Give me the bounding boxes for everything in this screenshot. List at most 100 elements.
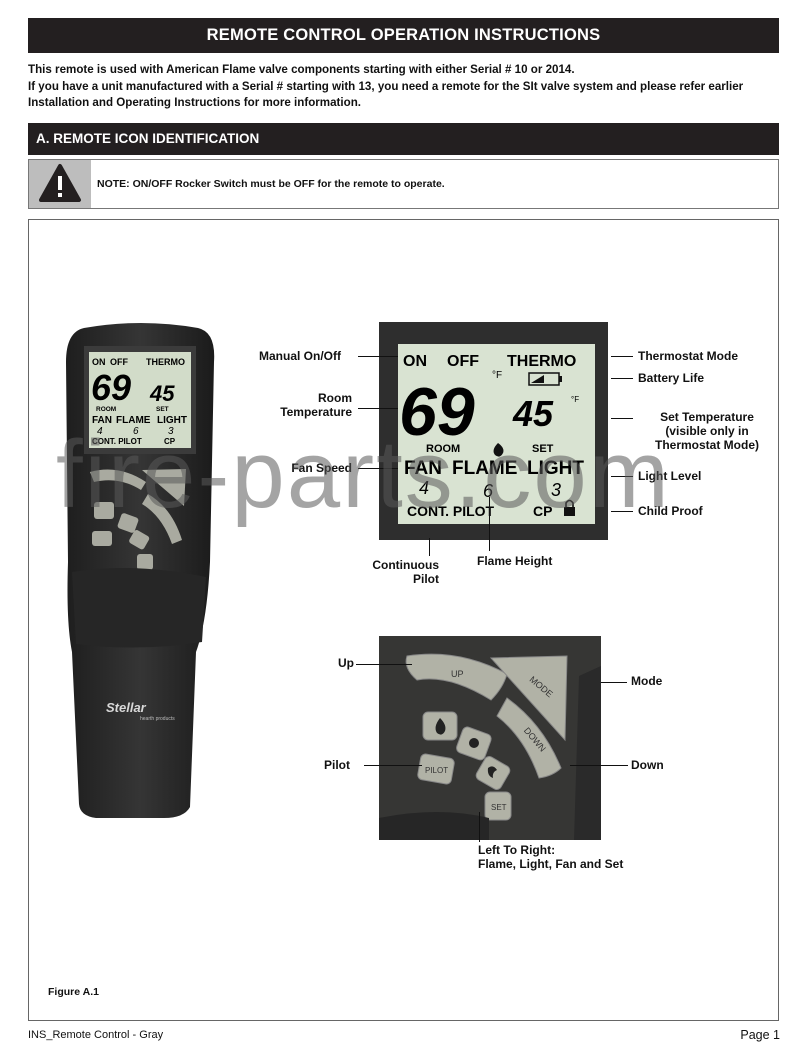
set-button-label: SET [491, 803, 507, 812]
lcd-set: SET [532, 443, 554, 455]
mini-set-button[interactable] [137, 554, 153, 570]
label-left-to-right: Left To Right: Flame, Light, Fan and Set [478, 843, 623, 871]
lcd-room-unit: °F [492, 370, 502, 381]
lcd-screen [398, 344, 595, 524]
label-set-temp-line1: Set Temperature [660, 410, 754, 424]
leader-room [358, 408, 398, 409]
up-button[interactable] [405, 653, 508, 701]
page-title: REMOTE CONTROL OPERATION INSTRUCTIONS [28, 18, 779, 53]
lcd-room: ROOM [426, 443, 460, 455]
lcd-display-image: ON OFF THERMO °F 69 45 °F ROOM SET FAN F… [379, 322, 608, 540]
label-set-temp-line2: (visible only in [665, 424, 749, 438]
label-child-proof: Child Proof [638, 504, 703, 518]
brand-tagline: hearth products [140, 716, 175, 722]
lcd-flame: FLAME [452, 458, 517, 479]
label-set-temp-line3: Thermostat Mode) [654, 438, 759, 452]
label-fan-speed: Fan Speed [291, 461, 352, 475]
intro-line-2: If you have a unit manufactured with a S… [28, 79, 744, 110]
lock-shackle [565, 499, 574, 507]
lcd-light: LIGHT [527, 458, 584, 479]
lcd-cp: CP [533, 503, 552, 519]
note-box: NOTE: ON/OFF Rocker Switch must be OFF f… [28, 159, 779, 209]
figure-caption: Figure A.1 [48, 986, 99, 998]
lcd-set-unit: °F [571, 395, 579, 404]
mini-flame: FLAME [116, 415, 151, 426]
mini-light-val: 3 [168, 426, 174, 437]
lock-icon [564, 507, 575, 516]
up-button-label: UP [451, 669, 464, 679]
label-cont-pilot-line2: Pilot [413, 572, 439, 586]
lcd-thermo: THERMO [507, 353, 576, 370]
label-battery-life: Battery Life [638, 371, 705, 385]
mini-fan: FAN [92, 415, 112, 426]
label-manual-on-off: Manual On/Off [259, 349, 341, 363]
flame-button-icon [435, 718, 446, 735]
leader-down [570, 765, 628, 766]
lcd-fan-val: 4 [419, 478, 429, 498]
mini-off: OFF [110, 357, 128, 367]
pilot-button-label: PILOT [425, 766, 448, 775]
warning-icon-panel [29, 160, 91, 208]
label-room-temperature: Room Temperature [280, 391, 352, 419]
label-room-temperature-line1: Room [318, 391, 352, 405]
mini-pilot-button[interactable] [92, 531, 112, 546]
lcd-fan: FAN [404, 458, 442, 479]
footer-document-name: INS_Remote Control - Gray [28, 1029, 164, 1041]
down-button[interactable] [496, 697, 562, 779]
lcd-off: OFF [447, 353, 479, 370]
remote-screen [89, 352, 191, 448]
mini-thermo: THERMO [146, 357, 185, 367]
label-flame-height: Flame Height [477, 554, 553, 568]
battery-level [531, 375, 544, 383]
section-title: A. REMOTE ICON IDENTIFICATION [28, 123, 779, 155]
brand-name: Stellar [106, 700, 147, 715]
leader-thermo [611, 356, 633, 357]
battery-tip [559, 376, 562, 382]
note-text: NOTE: ON/OFF Rocker Switch must be OFF f… [97, 178, 445, 190]
lcd-light-val: 3 [551, 480, 561, 500]
label-light-level: Light Level [638, 469, 702, 483]
button-closeup-image: UP MODE DOWN PILOT SET [379, 636, 601, 840]
closeup-edge [574, 666, 601, 840]
set-button[interactable] [484, 791, 512, 821]
mini-down-button[interactable] [142, 494, 182, 544]
mini-light: LIGHT [157, 415, 187, 426]
leader-left-to-right [479, 812, 480, 842]
intro-line-1: This remote is used with American Flame … [28, 63, 575, 76]
mini-set-temp: 45 [149, 381, 175, 406]
label-up: Up [338, 656, 354, 670]
mini-flame-button[interactable] [94, 502, 114, 519]
figure-panel [28, 219, 779, 1021]
warning-icon [39, 164, 81, 202]
pilot-button[interactable] [417, 753, 455, 785]
label-mode: Mode [631, 674, 663, 688]
mini-cont-pilot: CONT. PILOT [92, 437, 142, 446]
mini-up-button[interactable] [90, 469, 146, 490]
label-room-temperature-line2: Temperature [280, 405, 352, 419]
label-thermostat-mode: Thermostat Mode [638, 349, 739, 363]
label-ltr-line2: Flame, Light, Fan and Set [478, 857, 624, 871]
fan-button-icon [487, 766, 497, 778]
intro-text: This remote is used with American Flame … [28, 62, 780, 112]
leader-cont-pilot [429, 538, 430, 556]
mini-room: ROOM [96, 406, 116, 413]
lcd-room-temp: 69 [399, 374, 475, 450]
label-down: Down [631, 758, 664, 772]
leader-pilot [364, 765, 422, 766]
mini-on: ON [92, 357, 106, 367]
mini-light-button[interactable] [117, 512, 139, 533]
remote-lower-panel [72, 568, 206, 648]
leader-manual [358, 356, 398, 357]
mini-mode-button[interactable] [142, 469, 186, 506]
leader-flame [489, 497, 490, 551]
light-button-icon [469, 738, 479, 748]
leader-battery [611, 378, 633, 379]
mode-button[interactable] [489, 655, 568, 742]
lcd-set-temp: 45 [512, 393, 554, 434]
label-set-temperature: Set Temperature (visible only in Thermos… [632, 410, 782, 452]
mini-fan-button[interactable] [128, 529, 150, 550]
lcd-cont-pilot: CONT. PILOT [407, 503, 495, 519]
footer-page-number: Page 1 [740, 1028, 780, 1042]
leader-child-proof [611, 511, 633, 512]
mini-set: SET [156, 406, 169, 413]
